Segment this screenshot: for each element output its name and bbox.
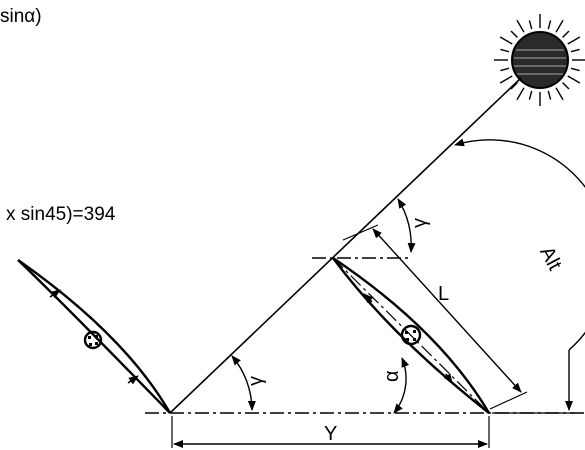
gamma-angle-lower: γ [231, 355, 267, 411]
gamma-angle-upper: γ [397, 198, 431, 253]
label-alt: Alt [535, 243, 566, 274]
solar-panel-left [17, 259, 172, 414]
formula-top: sinα) [0, 6, 42, 27]
sun-ray [510, 30, 518, 38]
sun-ray [567, 36, 581, 45]
sun-ray [562, 82, 570, 90]
sun-ray [516, 19, 525, 33]
sun-ray [570, 48, 580, 53]
label-Y: Y [324, 423, 337, 445]
distance-dimension-Y: Y [171, 416, 490, 448]
sun-ray [528, 90, 533, 100]
sun-ray-line [169, 77, 522, 414]
sun-ray [516, 87, 525, 101]
panel-mount-icon [83, 330, 103, 350]
label-alpha: α [381, 370, 403, 382]
alpha-angle: α [381, 357, 410, 414]
sun-ray [499, 36, 513, 45]
sun-icon [494, 14, 585, 106]
sun-ray [547, 90, 552, 100]
sun-ray [499, 75, 513, 84]
sun-ray [547, 20, 552, 30]
formula-result: x sin45)=394 [6, 204, 116, 225]
sun-ray [555, 19, 564, 33]
sun-ray [510, 82, 518, 90]
label-L: L [438, 283, 449, 305]
label-gamma-upper: γ [409, 218, 431, 228]
altitude-angle-arc: Alt [454, 138, 585, 414]
sun-ray [555, 87, 564, 101]
sun-ray [562, 30, 570, 38]
sun-ray [528, 20, 533, 30]
solar-panel-right [332, 257, 491, 414]
label-gamma-lower: γ [245, 376, 267, 386]
sun-ray [570, 67, 580, 72]
length-dimension-L: L [342, 224, 528, 410]
sun-ray [567, 75, 581, 84]
sun-ray [500, 67, 510, 72]
sun-ray [500, 48, 510, 53]
